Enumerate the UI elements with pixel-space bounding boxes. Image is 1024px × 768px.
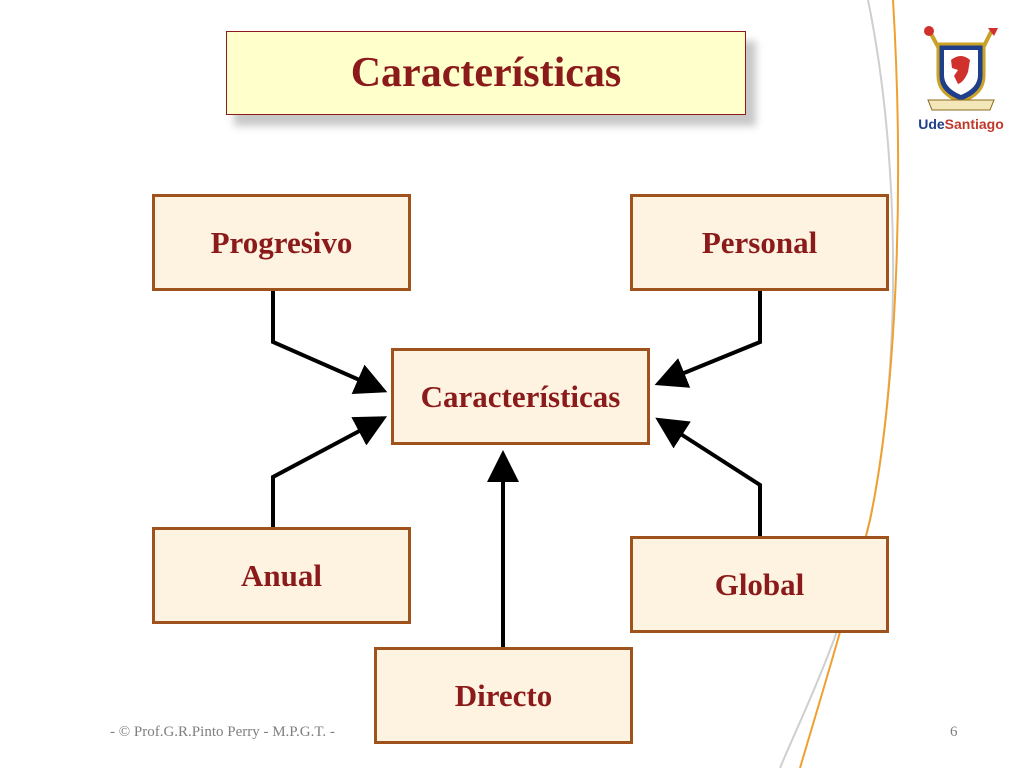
logo-prefix: Ude <box>918 116 945 132</box>
footer-credit: - © Prof.G.R.Pinto Perry - M.P.G.T. - <box>110 724 335 740</box>
node-center-label: Características <box>420 378 621 414</box>
page-title: Características <box>350 50 622 96</box>
node-personal-label: Personal <box>701 224 818 260</box>
crest-icon <box>924 26 998 111</box>
node-global: Global <box>630 536 889 633</box>
title-box: Características <box>226 31 746 115</box>
node-global-label: Global <box>714 566 805 602</box>
node-anual: Anual <box>152 527 411 624</box>
node-personal: Personal <box>630 194 889 291</box>
university-logo: UdeSantiago <box>918 24 1004 136</box>
node-anual-label: Anual <box>241 557 322 593</box>
page-number: 6 <box>950 724 958 740</box>
node-progresivo: Progresivo <box>152 194 411 291</box>
node-directo: Directo <box>374 647 633 744</box>
logo-suffix: Santiago <box>944 116 1004 132</box>
logo-wordmark: UdeSantiago <box>918 116 1004 132</box>
arrow-anual <box>271 416 388 528</box>
arrow-personal <box>654 291 762 388</box>
node-center: Características <box>391 348 650 445</box>
node-directo-label: Directo <box>454 677 553 713</box>
arrow-global <box>655 417 762 537</box>
node-progresivo-label: Progresivo <box>210 224 353 260</box>
arrow-progresivo <box>271 291 388 394</box>
